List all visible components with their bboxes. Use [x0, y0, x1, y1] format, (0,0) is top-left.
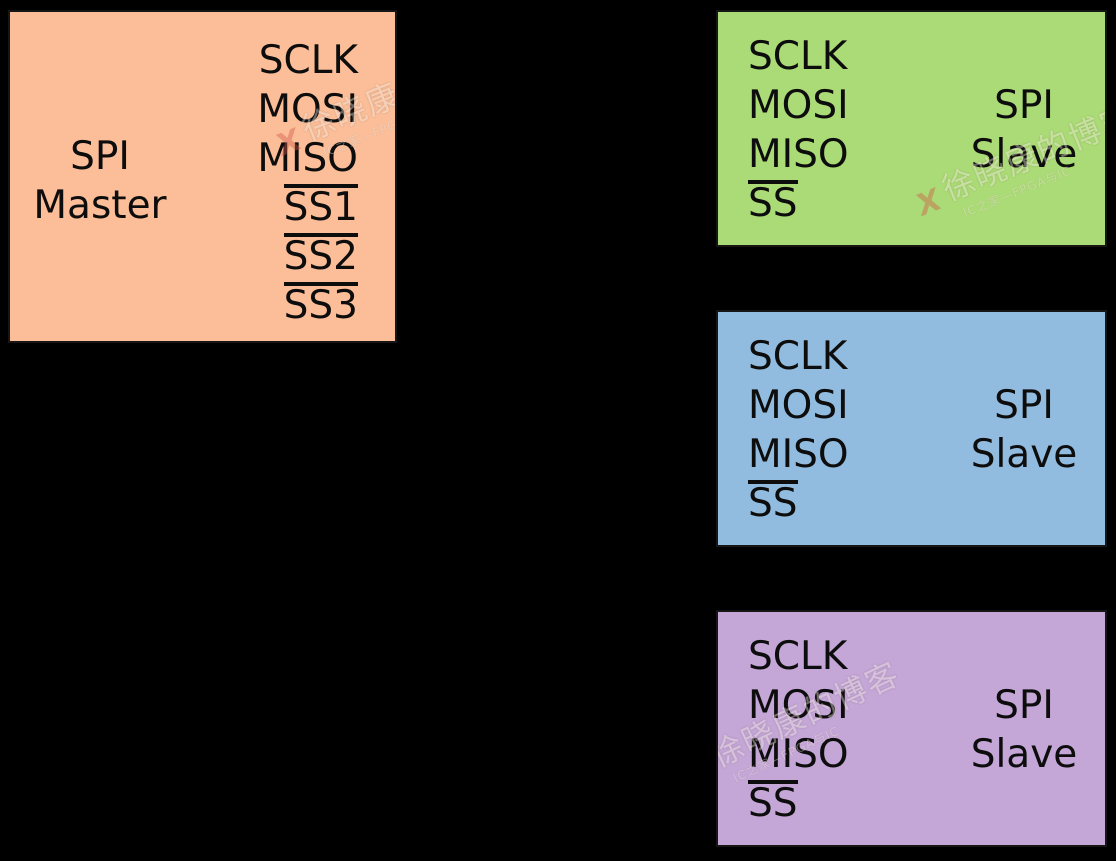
slave3-name: SPI Slave: [946, 681, 1102, 779]
pin-miso: MISO: [748, 732, 849, 777]
master-name-line2: Master: [33, 183, 167, 228]
pin-ss1: SS1: [283, 184, 359, 230]
spi-slave3-box: SCLK MOSI MISO SS SPI Slave X 徐晓康的博客 IC之…: [716, 610, 1107, 847]
slave-name-line2: Slave: [970, 132, 1078, 177]
spi-slave2-box: SCLK MOSI MISO SS SPI Slave: [716, 310, 1107, 547]
pin-sclk: SCLK: [748, 34, 848, 79]
master-name-line1: SPI: [70, 134, 130, 179]
slave-name-line2: Slave: [970, 432, 1078, 477]
slave1-name: SPI Slave: [946, 81, 1102, 179]
pin-sclk: SCLK: [748, 634, 848, 679]
pin-miso: MISO: [748, 132, 849, 177]
pin-ss: SS: [748, 780, 798, 826]
pin-ss: SS: [748, 180, 798, 226]
spi-master-box: SPI Master SCLK MOSI MISO SS1 SS2 SS3 X …: [8, 10, 397, 343]
pin-mosi: MOSI: [748, 83, 849, 128]
spi-slave1-box: SCLK MOSI MISO SS SPI Slave X 徐晓康的博客 IC之…: [716, 10, 1107, 247]
pin-miso: MISO: [257, 136, 358, 181]
pin-ss3: SS3: [283, 282, 359, 328]
pin-mosi: MOSI: [257, 87, 358, 132]
pin-mosi: MOSI: [748, 383, 849, 428]
slave-name-line1: SPI: [994, 83, 1054, 128]
slave3-pins: SCLK MOSI MISO SS: [748, 632, 849, 828]
watermark-logo-icon: X: [913, 181, 944, 225]
slave-name-line1: SPI: [994, 383, 1054, 428]
pin-ss2: SS2: [283, 233, 359, 279]
slave2-name: SPI Slave: [946, 381, 1102, 479]
master-name: SPI Master: [16, 132, 184, 230]
slave2-pins: SCLK MOSI MISO SS: [748, 332, 849, 528]
pin-sclk: SCLK: [258, 38, 358, 83]
master-pins: SCLK MOSI MISO SS1 SS2 SS3: [257, 36, 359, 330]
pin-ss: SS: [748, 480, 798, 526]
pin-sclk: SCLK: [748, 334, 848, 379]
slave-name-line1: SPI: [994, 683, 1054, 728]
pin-miso: MISO: [748, 432, 849, 477]
pin-mosi: MOSI: [748, 683, 849, 728]
slave-name-line2: Slave: [970, 732, 1078, 777]
slave1-pins: SCLK MOSI MISO SS: [748, 32, 849, 228]
